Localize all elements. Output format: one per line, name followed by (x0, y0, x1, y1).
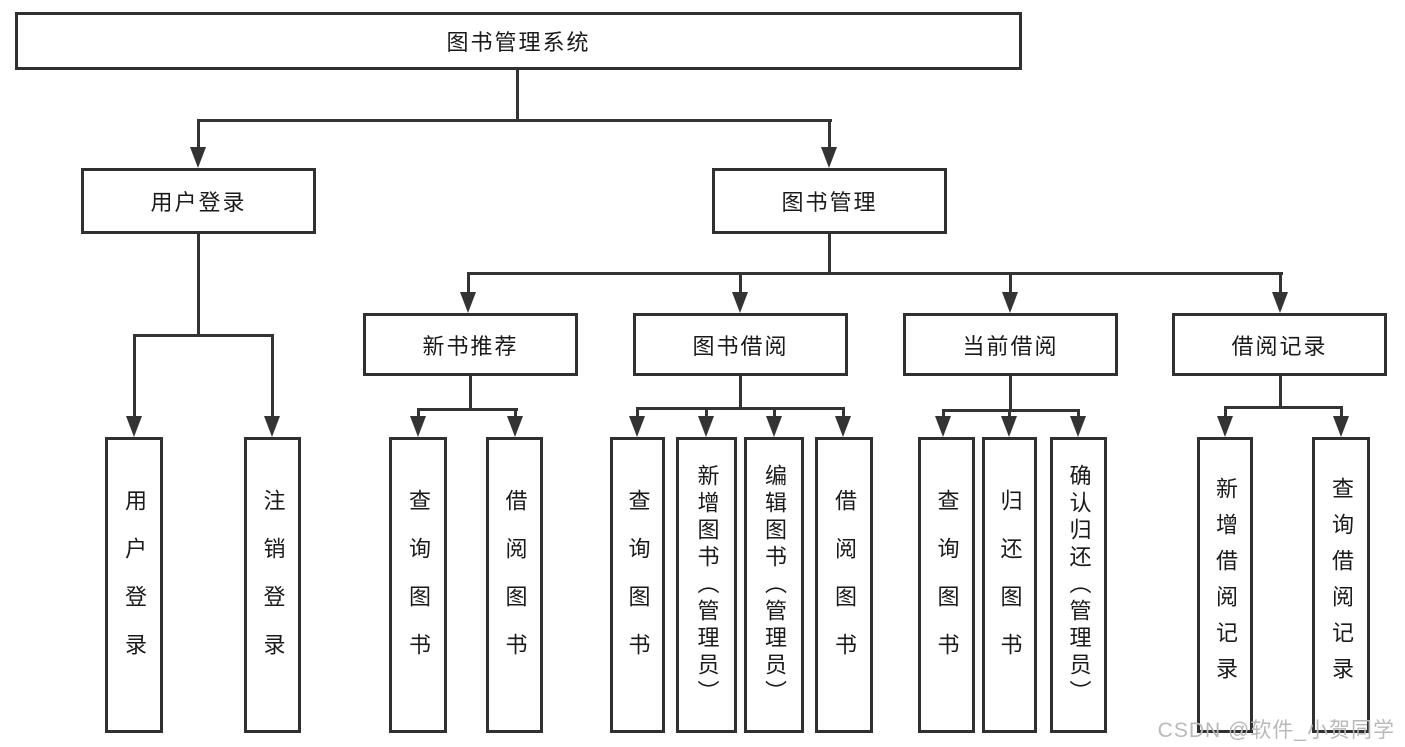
watermark: CSDN @软件_小贺同学 (1157, 719, 1395, 742)
connector-drop (773, 407, 776, 420)
connector-drop (1077, 409, 1080, 420)
connector-level3-bus (467, 272, 1283, 275)
arrowhead-down-icon (1333, 416, 1349, 437)
arrowhead-down-icon (1272, 292, 1288, 313)
leaf-return-books: 归还图书 (982, 437, 1037, 733)
connector-drop (1340, 406, 1343, 420)
connector-drop (942, 409, 945, 420)
leaf-query-borrow-record: 查询借阅记录 (1312, 437, 1370, 733)
arrowhead-down-icon (1001, 416, 1017, 437)
leaf-add-books-admin: 新增图书（管理员） (676, 437, 737, 733)
connector-drop (1224, 406, 1227, 420)
connector-drop-login (133, 334, 136, 420)
arrowhead-down-icon (507, 416, 523, 437)
connector-new-book-stub (469, 376, 472, 411)
connector-book-management-stub (828, 234, 831, 275)
leaf-query-books-current: 查询图书 (918, 437, 975, 733)
leaf-edit-books-admin: 编辑图书（管理员） (744, 437, 804, 733)
arrowhead-down-icon (732, 292, 748, 313)
connector-root-stub (516, 69, 519, 122)
arrowhead-down-icon (821, 147, 837, 168)
leaf-borrow-books-recommend: 借阅图书 (486, 437, 543, 733)
arrowhead-down-icon (460, 292, 476, 313)
connector-drop-logout (271, 334, 274, 420)
arrowhead-down-icon (698, 416, 714, 437)
connector-user-login-stub (197, 234, 200, 337)
node-library-management-system: 图书管理系统 (15, 12, 1022, 70)
connector-drop-book-management (828, 119, 831, 150)
arrowhead-down-icon (629, 416, 645, 437)
arrowhead-down-icon (835, 416, 851, 437)
connector-drop-borrow-records (1279, 272, 1282, 294)
connector-drop (842, 407, 845, 420)
connector-current-borrow-bus (942, 409, 1080, 412)
node-book-borrow: 图书借阅 (633, 313, 848, 376)
leaf-confirm-return-admin: 确认归还（管理员） (1050, 437, 1107, 733)
node-borrow-records: 借阅记录 (1172, 313, 1387, 376)
connector-drop-book-borrow (739, 272, 742, 294)
connector-borrow-records-stub (1279, 376, 1282, 409)
node-current-borrow: 当前借阅 (903, 313, 1118, 376)
leaf-add-borrow-record: 新增借阅记录 (1197, 437, 1253, 733)
leaf-logout: 注销登录 (244, 437, 301, 733)
leaf-borrow-books: 借阅图书 (815, 437, 873, 733)
connector-new-book-bus (417, 408, 518, 411)
arrowhead-down-icon (410, 416, 426, 437)
leaf-query-books-borrow: 查询图书 (610, 437, 665, 733)
leaf-user-login: 用户登录 (105, 437, 163, 733)
connector-borrow-records-bus (1224, 406, 1343, 409)
node-new-book-recommend: 新书推荐 (363, 313, 578, 376)
connector-level2-bus (197, 119, 832, 122)
arrowhead-down-icon (1070, 416, 1086, 437)
leaf-query-books-recommend: 查询图书 (389, 437, 447, 733)
arrowhead-down-icon (1002, 292, 1018, 313)
arrowhead-down-icon (190, 147, 206, 168)
connector-drop (705, 407, 708, 420)
connector-book-borrow-stub (739, 376, 742, 410)
node-book-management: 图书管理 (712, 168, 947, 234)
arrowhead-down-icon (264, 416, 280, 437)
arrowhead-down-icon (766, 416, 782, 437)
connector-user-login-bus (133, 334, 274, 337)
arrowhead-down-icon (935, 416, 951, 437)
connector-drop-user-login (197, 119, 200, 150)
connector-current-borrow-stub (1009, 376, 1012, 412)
connector-drop (514, 408, 517, 420)
arrowhead-down-icon (126, 416, 142, 437)
arrowhead-down-icon (1217, 416, 1233, 437)
connector-book-borrow-bus (636, 407, 845, 410)
connector-drop (1008, 409, 1011, 420)
connector-drop-current-borrow (1009, 272, 1012, 294)
connector-drop (417, 408, 420, 420)
connector-drop (636, 407, 639, 420)
node-user-login: 用户登录 (81, 168, 316, 234)
connector-drop-new-book (467, 272, 470, 294)
